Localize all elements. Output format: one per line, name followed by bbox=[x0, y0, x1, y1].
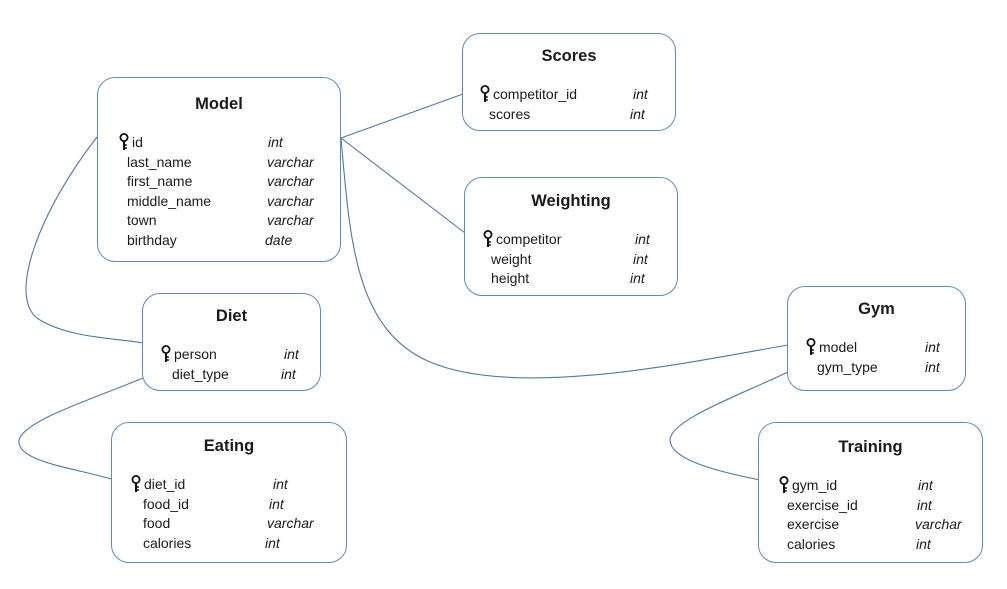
connector-diet-eating bbox=[18, 377, 144, 480]
field-row: weight int bbox=[465, 249, 677, 269]
field-name: birthday bbox=[127, 232, 177, 248]
entity-eating[interactable]: Eating diet_id int food_id int food varc… bbox=[111, 422, 347, 563]
field-row: model int bbox=[788, 337, 965, 357]
field-row: exercise varchar bbox=[759, 514, 982, 534]
field-type: int bbox=[633, 86, 648, 102]
field-name: calories bbox=[143, 535, 192, 551]
field-row: diet_type int bbox=[143, 364, 320, 384]
field-name: first_name bbox=[127, 173, 193, 189]
entity-title: Weighting bbox=[531, 192, 611, 210]
field-name: exercise bbox=[787, 516, 840, 532]
field-type: varchar bbox=[267, 193, 314, 209]
field-type: int bbox=[633, 251, 648, 267]
field-name: person bbox=[174, 346, 217, 362]
connector-model-diet bbox=[25, 136, 144, 344]
field-type: int bbox=[635, 231, 650, 247]
field-type: int bbox=[925, 359, 940, 375]
field-row: height int bbox=[465, 268, 677, 288]
field-type: int bbox=[630, 106, 645, 122]
field-name: diet_type bbox=[172, 366, 229, 382]
field-type: int bbox=[281, 366, 296, 382]
entity-title: Scores bbox=[541, 47, 597, 65]
field-name: weight bbox=[491, 251, 532, 267]
field-type: int bbox=[273, 476, 288, 492]
primary-key-icon bbox=[779, 476, 789, 494]
connector-model-weighting bbox=[340, 137, 466, 234]
field-type: varchar bbox=[267, 515, 314, 531]
field-row: first_name varchar bbox=[98, 171, 340, 191]
entity-model[interactable]: Model id int last_name varchar first_nam… bbox=[97, 77, 341, 262]
field-name: food bbox=[143, 515, 171, 531]
field-row: scores int bbox=[463, 104, 675, 124]
field-name: competitor bbox=[496, 231, 562, 247]
field-type: int bbox=[284, 346, 299, 362]
field-name: diet_id bbox=[144, 476, 186, 492]
primary-key-icon bbox=[483, 230, 493, 248]
field-row: person int bbox=[143, 344, 320, 364]
field-name: town bbox=[127, 212, 157, 228]
field-name: competitor_id bbox=[493, 86, 578, 102]
field-row: food varchar bbox=[112, 513, 346, 533]
field-type: varchar bbox=[267, 212, 314, 228]
field-type: int bbox=[269, 496, 284, 512]
connector-model-gym bbox=[340, 137, 789, 379]
field-row: calories int bbox=[759, 534, 982, 554]
entity-title: Training bbox=[838, 438, 903, 456]
field-name: last_name bbox=[127, 154, 192, 170]
field-name: gym_type bbox=[817, 359, 878, 375]
entity-title: Model bbox=[195, 95, 243, 113]
field-row: competitor int bbox=[465, 229, 677, 249]
field-type: int bbox=[918, 477, 933, 493]
field-type: int bbox=[925, 339, 940, 355]
field-name: gym_id bbox=[792, 477, 838, 493]
field-row: town varchar bbox=[98, 210, 340, 230]
field-row: competitor_id int bbox=[463, 84, 675, 104]
entity-title: Diet bbox=[215, 307, 248, 325]
field-row: middle_name varchar bbox=[98, 191, 340, 211]
field-row: calories int bbox=[112, 533, 346, 553]
field-row: food_id int bbox=[112, 494, 346, 514]
entity-diet[interactable]: Diet person int diet_type int bbox=[142, 293, 321, 391]
field-row: id int bbox=[98, 132, 340, 152]
primary-key-icon bbox=[806, 338, 816, 356]
field-row: diet_id int bbox=[112, 474, 346, 494]
entity-title: Eating bbox=[203, 437, 255, 455]
field-type: varchar bbox=[267, 173, 314, 189]
entity-weighting[interactable]: Weighting competitor int weight int heig… bbox=[464, 177, 678, 296]
field-type: int bbox=[630, 270, 645, 286]
field-row: exercise_id int bbox=[759, 495, 982, 515]
field-name: calories bbox=[787, 536, 836, 552]
field-type: int bbox=[268, 134, 283, 150]
field-name: middle_name bbox=[127, 193, 212, 209]
field-row: last_name varchar bbox=[98, 152, 340, 172]
field-name: food_id bbox=[143, 496, 189, 512]
entity-title: Gym bbox=[858, 300, 895, 318]
field-name: height bbox=[491, 270, 530, 286]
primary-key-icon bbox=[480, 85, 490, 103]
field-type: int bbox=[917, 497, 932, 513]
field-type: date bbox=[265, 232, 293, 248]
field-row: gym_id int bbox=[759, 475, 982, 495]
field-name: model bbox=[819, 339, 858, 355]
field-row: birthday date bbox=[98, 230, 340, 250]
field-name: scores bbox=[489, 106, 531, 122]
field-type: int bbox=[265, 535, 280, 551]
field-type: varchar bbox=[267, 154, 314, 170]
primary-key-icon bbox=[161, 345, 171, 363]
field-name: exercise_id bbox=[787, 497, 858, 513]
field-type: varchar bbox=[915, 516, 962, 532]
primary-key-icon bbox=[119, 133, 129, 151]
entity-training[interactable]: Training gym_id int exercise_id int exer… bbox=[758, 422, 983, 563]
connector-gym-training bbox=[669, 371, 789, 481]
connector-model-scores bbox=[340, 93, 464, 139]
primary-key-icon bbox=[131, 475, 141, 493]
entity-gym[interactable]: Gym model int gym_type int bbox=[787, 286, 966, 391]
field-name: id bbox=[132, 134, 143, 150]
entity-scores[interactable]: Scores competitor_id int scores int bbox=[462, 33, 676, 131]
field-type: int bbox=[916, 536, 931, 552]
field-row: gym_type int bbox=[788, 357, 965, 377]
